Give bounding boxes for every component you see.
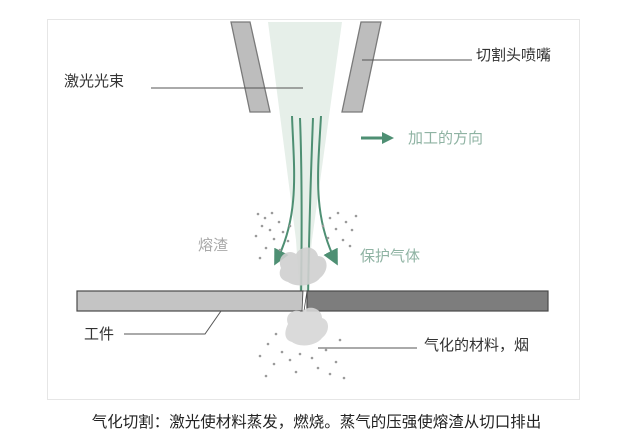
spatter-right (321, 211, 358, 248)
workpiece-uncut (76, 290, 304, 312)
vapor-cloud-top (279, 247, 327, 286)
laser-beam (268, 22, 342, 300)
laser-cutting-diagram: 激光光束 切割头喷嘴 加工的方向 熔渣 保护气体 工件 气化的材料，烟 (64, 21, 551, 380)
label-slag: 熔渣 (198, 236, 228, 254)
label-shield-gas: 保护气体 (360, 247, 420, 265)
slag-spray (254, 211, 292, 260)
figure-caption: 气化切割：激光使材料蒸发，燃烧。蒸气的压强使熔渣从切口排出 (91, 413, 542, 431)
direction-arrow (361, 132, 394, 144)
nozzle-left-wall (230, 21, 271, 113)
workpiece-cut (306, 290, 549, 312)
label-vapor: 气化的材料，烟 (424, 336, 529, 354)
label-direction: 加工的方向 (408, 129, 483, 147)
smoke-particles (258, 332, 346, 380)
vapor-cloud-bottom (285, 307, 328, 346)
label-laser-beam: 激光光束 (64, 72, 124, 90)
label-workpiece: 工件 (84, 325, 114, 343)
label-nozzle: 切割头喷嘴 (476, 46, 551, 64)
kerf (301, 290, 308, 312)
nozzle-right-wall (341, 21, 382, 113)
leader-lines (124, 59, 472, 349)
